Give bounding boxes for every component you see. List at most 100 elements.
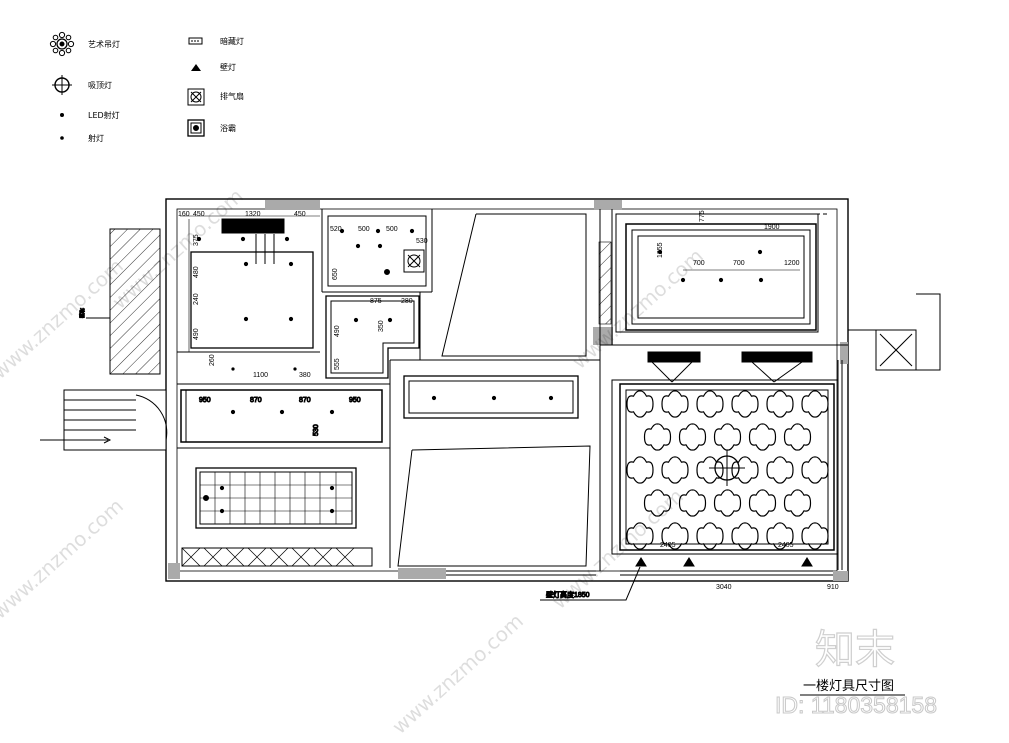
legend-label-spotlight: 射灯	[88, 133, 104, 143]
dim-text: 650	[332, 268, 339, 280]
dim-text: 700	[733, 260, 745, 267]
dim-text: 950	[349, 397, 361, 404]
room-dining: 950 870 870 950 530	[180, 389, 383, 443]
legend-label-ceiling-light: 吸顶灯	[88, 80, 112, 90]
dim-text: 380	[299, 372, 311, 379]
dim-text: 870	[299, 397, 311, 404]
dim-text: 1255	[657, 242, 664, 258]
chandelier-icon	[49, 31, 75, 57]
room-kitchen	[181, 467, 373, 567]
dim-text: 1900	[764, 224, 780, 231]
legend-label-led-spotlight: LED射灯	[88, 110, 120, 120]
ceiling-ornament-tile	[643, 423, 672, 451]
dim-text: 1320	[245, 211, 261, 218]
dims-hall: 875 280 490 555 350	[334, 298, 413, 370]
ceiling-ornament-tile	[801, 456, 829, 484]
ceiling-ornament-tile	[766, 522, 794, 550]
dim-text: 260	[209, 354, 216, 366]
ceiling-light-icon	[52, 75, 72, 95]
ceiling-ornament-tile	[696, 390, 724, 418]
drawing-title-text: 一楼灯具尺寸图	[803, 679, 894, 694]
ceiling-ornament-tile	[731, 522, 759, 550]
ceiling-ornament-tile	[801, 390, 829, 418]
dims-top-left: 160 450 1320 450 375 480 240 490	[178, 211, 306, 340]
spotlight-icon	[60, 136, 64, 140]
ceiling-ornament-tile	[766, 456, 794, 484]
dim-text: 480	[193, 266, 200, 278]
dim-text: 1100	[253, 372, 268, 379]
side-note: 地漏	[78, 308, 85, 318]
dim-text: 555	[334, 358, 341, 370]
ceiling-ornament-tile	[661, 522, 689, 550]
room-bathroom	[327, 215, 427, 287]
ceiling-ornament-tile	[731, 456, 759, 484]
dims-living: 2405 2405 3040 910	[660, 542, 839, 591]
ceiling-ornament-tile	[748, 489, 777, 517]
ceiling-ornament-tile	[731, 390, 759, 418]
dim-text: 700	[693, 260, 705, 267]
wall-lamp-leader: 壁灯高度1850	[540, 557, 813, 601]
exterior-areas: 地漏	[40, 228, 941, 451]
dim-text: 450	[193, 211, 205, 218]
dim-text: 500	[386, 226, 398, 233]
brand-logo: 知末 ID: 1180358158	[775, 626, 938, 718]
dim-text: 500	[358, 226, 370, 233]
ceiling-ornament-tile	[626, 390, 654, 418]
dim-text: 530	[416, 238, 428, 245]
ceiling-ornament-tile	[766, 390, 794, 418]
legend-label-exhaust-fan: 排气扇	[220, 91, 244, 101]
ceiling-ornament-tile	[696, 522, 724, 550]
dim-text: 240	[193, 293, 200, 305]
ceiling-ornament-tile	[748, 423, 777, 451]
ceiling-ornament-tile	[783, 489, 812, 517]
dim-text: 3040	[716, 584, 732, 591]
dim-text: 775	[699, 210, 706, 222]
legend: 艺术吊灯 吸顶灯 LED射灯 射灯 暗藏灯 壁灯 排气扇 浴霸	[49, 31, 244, 143]
dim-text: 280	[401, 298, 413, 305]
wall-lamp-icon	[191, 64, 201, 71]
ceiling-ornament-tile	[801, 522, 829, 550]
watermark-text: www.znzmo.com	[387, 609, 528, 739]
ceiling-ornament-tile	[678, 489, 707, 517]
watermark-text: www.znzmo.com	[0, 494, 128, 624]
bath-heater-icon	[187, 119, 205, 137]
dims-strip: 260 1100 380	[209, 354, 311, 379]
ceiling-ornament-tile	[713, 489, 742, 517]
brand-text: 知末	[815, 627, 895, 673]
exhaust-fan-icon	[187, 88, 205, 106]
led-spotlight-icon	[60, 113, 64, 117]
concealed-light-icon	[188, 37, 203, 45]
dim-text: 2405	[660, 542, 676, 549]
dim-text: 160	[178, 211, 190, 218]
dim-text: 350	[378, 320, 385, 332]
ceiling-ornament-tile	[661, 390, 689, 418]
legend-label-bath-heater: 浴霸	[220, 123, 236, 133]
wall-lamp-height-note: 壁灯高度1850	[546, 590, 590, 599]
dim-text: 490	[193, 328, 200, 340]
watermark-text: www.znzmo.com	[0, 254, 128, 384]
dim-text: 910	[827, 584, 839, 591]
dim-text: 950	[199, 397, 211, 404]
ceiling-ornament-tile	[643, 489, 672, 517]
legend-label-wall-lamp: 壁灯	[220, 62, 236, 72]
dim-text: 375	[193, 234, 200, 246]
ceiling-ornament-tile	[713, 423, 742, 451]
dim-text: 490	[334, 325, 341, 337]
room-living	[611, 351, 839, 555]
ceiling-ornament-tile	[696, 456, 724, 484]
ceiling-ornament-tile	[626, 522, 654, 550]
dim-text: 520	[330, 226, 342, 233]
dim-text: 1200	[784, 260, 800, 267]
brand-id: ID: 1180358158	[775, 692, 937, 718]
dim-text: 875	[370, 298, 382, 305]
ceiling-ornament-tile	[661, 456, 689, 484]
dim-text: 450	[294, 211, 306, 218]
dim-text: 870	[250, 397, 262, 404]
room-top-left	[180, 215, 320, 352]
room-hall	[325, 295, 420, 379]
ceiling-ornament-tile	[678, 423, 707, 451]
dim-text: 2405	[778, 542, 794, 549]
legend-label-chandelier: 艺术吊灯	[88, 39, 120, 49]
room-corridor	[403, 375, 579, 419]
